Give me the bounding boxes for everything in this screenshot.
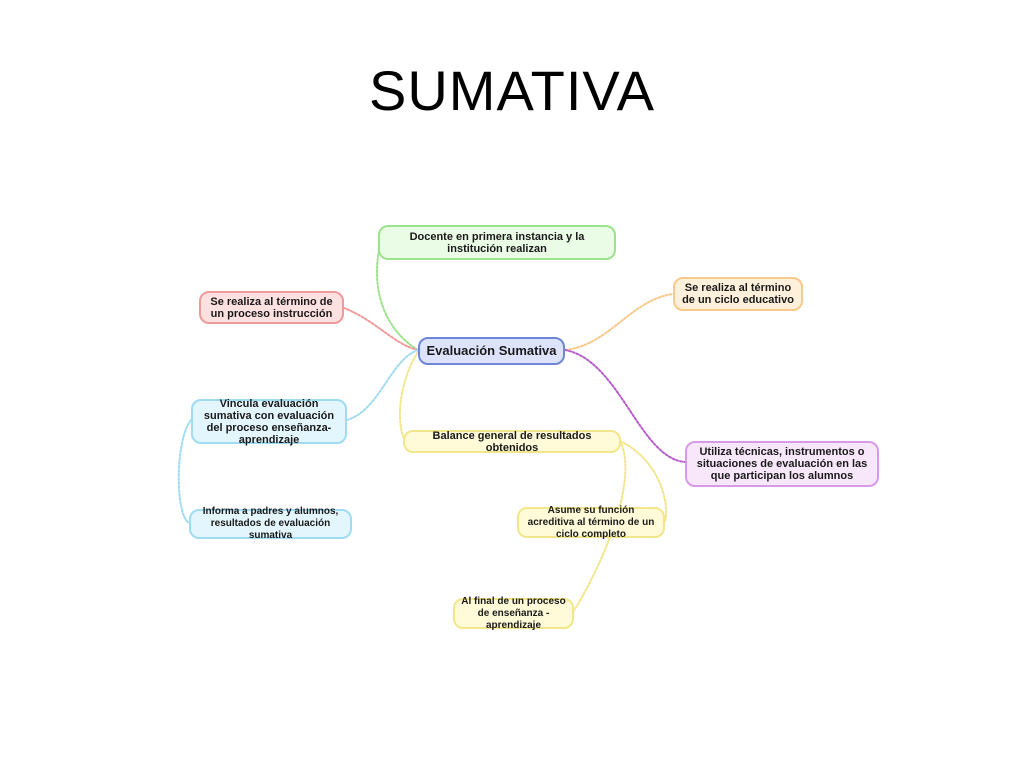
node-informa-label: Informa a padres y alumnos, resultados d… (202, 506, 339, 541)
node-center-label: Evaluación Sumativa (426, 343, 557, 358)
connector-informa (177, 419, 192, 524)
node-docente-label: Docente en primera instancia y la instit… (409, 230, 585, 255)
slide-title: SUMATIVA (369, 59, 655, 122)
node-tecnicas-label: Utiliza técnicas, instrumentos o situaci… (696, 446, 868, 482)
node-docente: Docente en primera instancia y la instit… (378, 225, 616, 260)
connector-vincula (346, 349, 419, 421)
node-tecnicas: Utiliza técnicas, instrumentos o situaci… (685, 441, 879, 487)
connector-acreditiva (619, 440, 668, 522)
node-acreditiva-label: Asume su función acreditiva al término d… (527, 504, 655, 540)
node-balance: Balance general de resultados obtenidos (403, 429, 621, 454)
connector-proceso-instruccion (343, 307, 419, 351)
connector-tecnicas (564, 349, 687, 463)
connector-ciclo-educativo (564, 293, 674, 351)
node-ciclo-educativo: Se realiza al término de un ciclo educat… (673, 277, 803, 311)
node-final: Al final de un proceso de enseñanza - ap… (453, 595, 574, 631)
node-informa: Informa a padres y alumnos, resultados d… (189, 506, 352, 541)
node-balance-label: Balance general de resultados obtenidos (432, 429, 592, 454)
node-vincula: Vincula evaluación sumativa con evaluaci… (191, 397, 347, 446)
node-center: Evaluación Sumativa (418, 337, 565, 365)
node-vincula-label: Vincula evaluación sumativa con evaluaci… (203, 397, 335, 446)
connector-balance (398, 351, 419, 442)
node-final-label: Al final de un proceso de enseñanza - ap… (461, 595, 566, 631)
node-acreditiva: Asume su función acreditiva al término d… (517, 504, 665, 540)
node-ciclo-educativo-label: Se realiza al término de un ciclo educat… (682, 282, 794, 306)
node-proceso-instruccion: Se realiza al término de un proceso inst… (199, 291, 344, 324)
node-proceso-instruccion-label: Se realiza al término de un proceso inst… (210, 295, 333, 320)
connector-docente (376, 244, 419, 351)
